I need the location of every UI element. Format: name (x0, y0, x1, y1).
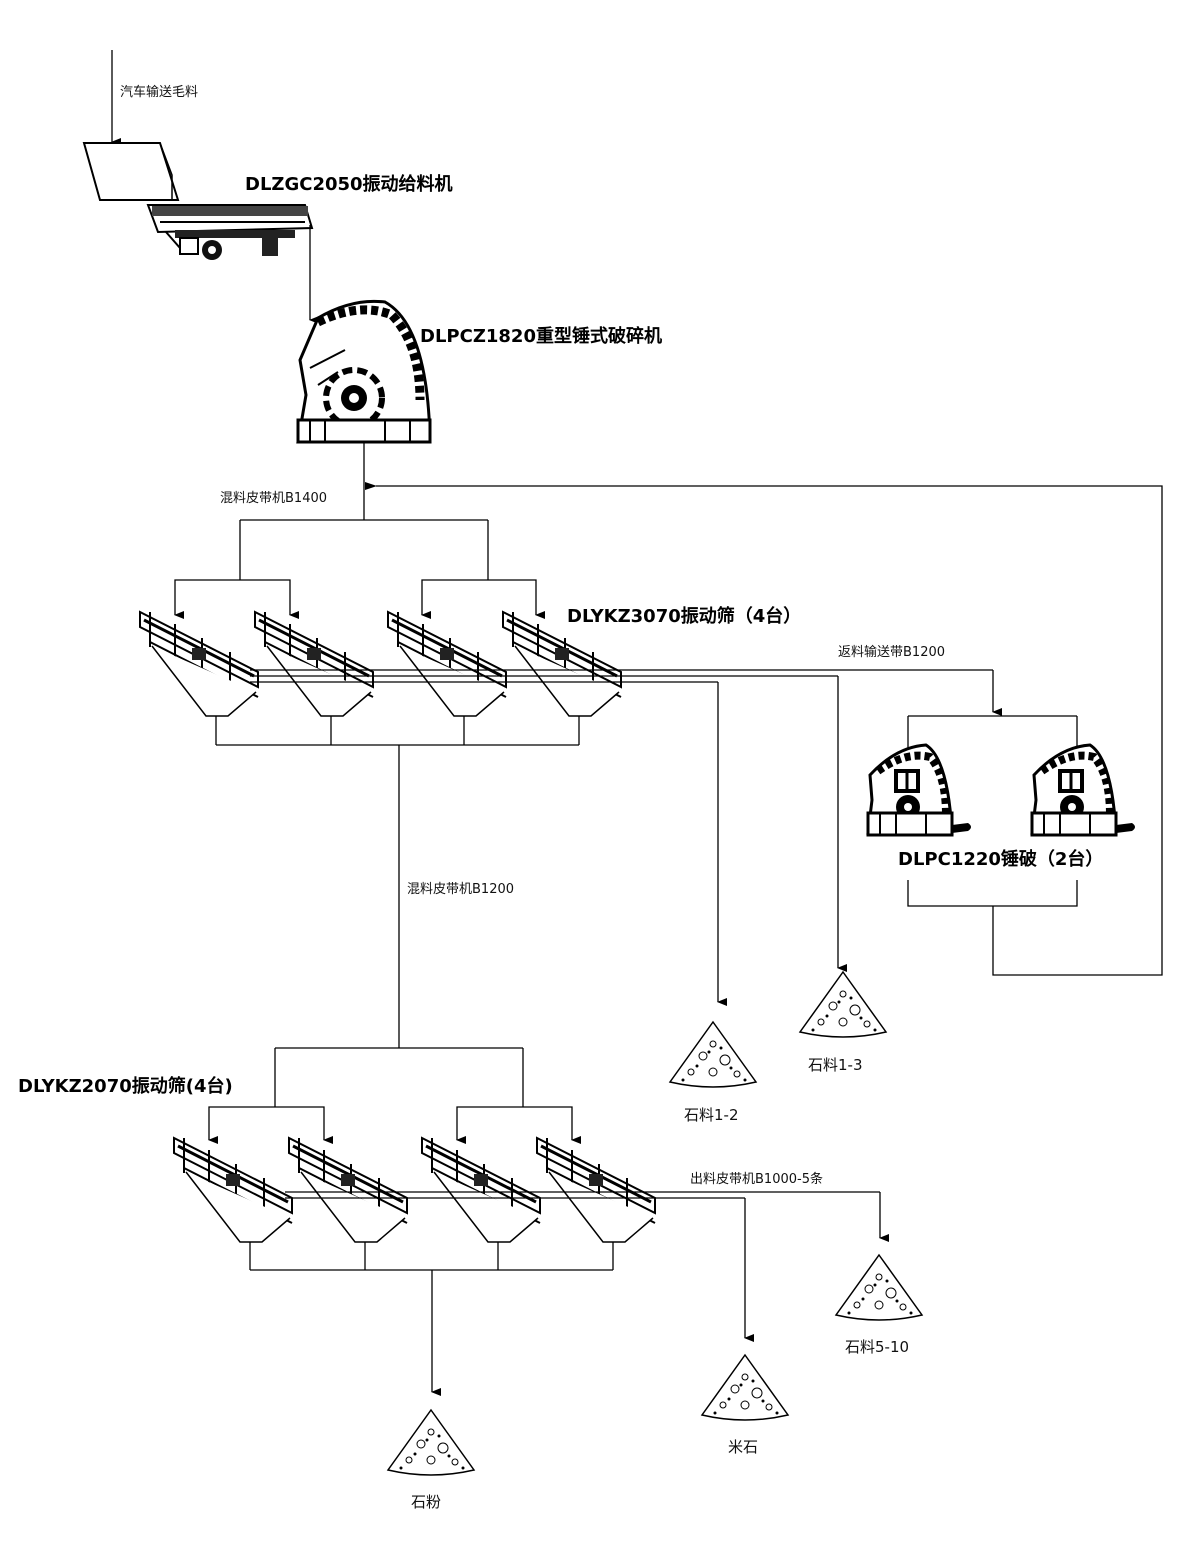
pile-stone-5-10 (834, 1253, 924, 1321)
belt-b1400-label: 混料皮带机B1400 (220, 491, 327, 506)
feed-screen-top-2 (240, 579, 299, 619)
feed-screen-bottom-2 (275, 1106, 333, 1144)
feed-screen-bottom-4 (523, 1106, 581, 1144)
vibrating-feeder (82, 142, 314, 260)
product-rice-stone: 米石 (728, 1438, 758, 1456)
return-belt-label: 返料输送带B1200 (838, 644, 945, 660)
product-stone-5-10: 石料5-10 (845, 1338, 909, 1356)
primary-hammer-crusher (296, 299, 432, 444)
vibrating-screen-bottom-4 (536, 1136, 656, 1243)
screen-top-label: DLYKZ3070振动筛（4台） (567, 605, 801, 627)
vibrating-screen-top-2 (254, 610, 374, 717)
vibrating-screen-top-4 (502, 610, 622, 717)
feed-screen-top-4 (488, 579, 545, 619)
truck-feed-label: 汽车输送毛料 (120, 84, 198, 100)
screen-bottom-label: DLYKZ2070振动筛(4台) (18, 1075, 233, 1097)
product-stone-powder: 石粉 (411, 1493, 441, 1511)
secondary-hammer-crusher-2 (1030, 743, 1135, 837)
primary-crusher-label: DLPCZ1820重型锤式破碎机 (420, 325, 662, 347)
vibrating-screen-bottom-2 (288, 1136, 408, 1243)
feed-screen-bottom-1 (208, 1106, 275, 1144)
vibrating-screen-top-1 (139, 610, 259, 717)
pile-rice-stone (700, 1353, 790, 1421)
pile-stone-1-2 (668, 1020, 758, 1088)
product-stone-1-2: 石料1-2 (684, 1106, 739, 1124)
feed-screen-top-3 (421, 579, 488, 619)
feed-screen-bottom-3 (456, 1106, 523, 1144)
vibrating-screen-bottom-1 (173, 1136, 293, 1243)
bottom-screen-group (173, 1136, 656, 1243)
pile-stone-1-3 (798, 970, 888, 1038)
feeder-label: DLZGC2050振动给料机 (245, 173, 453, 195)
belt-b1200-label: 混料皮带机B1200 (407, 882, 514, 897)
product-stone-1-3: 石料1-3 (808, 1056, 863, 1074)
feed-screen-top-1 (174, 579, 240, 619)
secondary-hammer-crusher-1 (866, 743, 971, 837)
vibrating-screen-top-3 (387, 610, 507, 717)
top-screen-group (139, 610, 622, 717)
pile-stone-powder (386, 1408, 476, 1476)
secondary-outlet (907, 880, 1078, 907)
output-belt-label: 出料皮带机B1000-5条 (690, 1171, 823, 1187)
vibrating-screen-bottom-3 (421, 1136, 541, 1243)
secondary-crusher-label: DLPC1220锤破（2台） (898, 848, 1103, 870)
recirculation-loop (365, 482, 1163, 976)
